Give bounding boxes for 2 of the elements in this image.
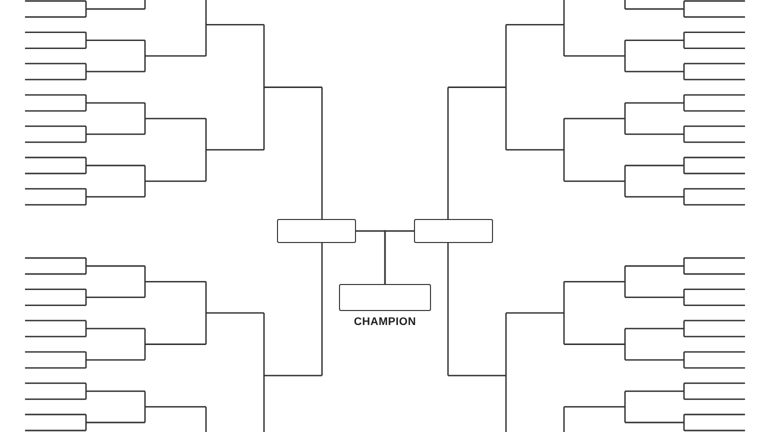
connector-line bbox=[384, 230, 414, 284]
champion-label: CHAMPION bbox=[352, 316, 418, 328]
